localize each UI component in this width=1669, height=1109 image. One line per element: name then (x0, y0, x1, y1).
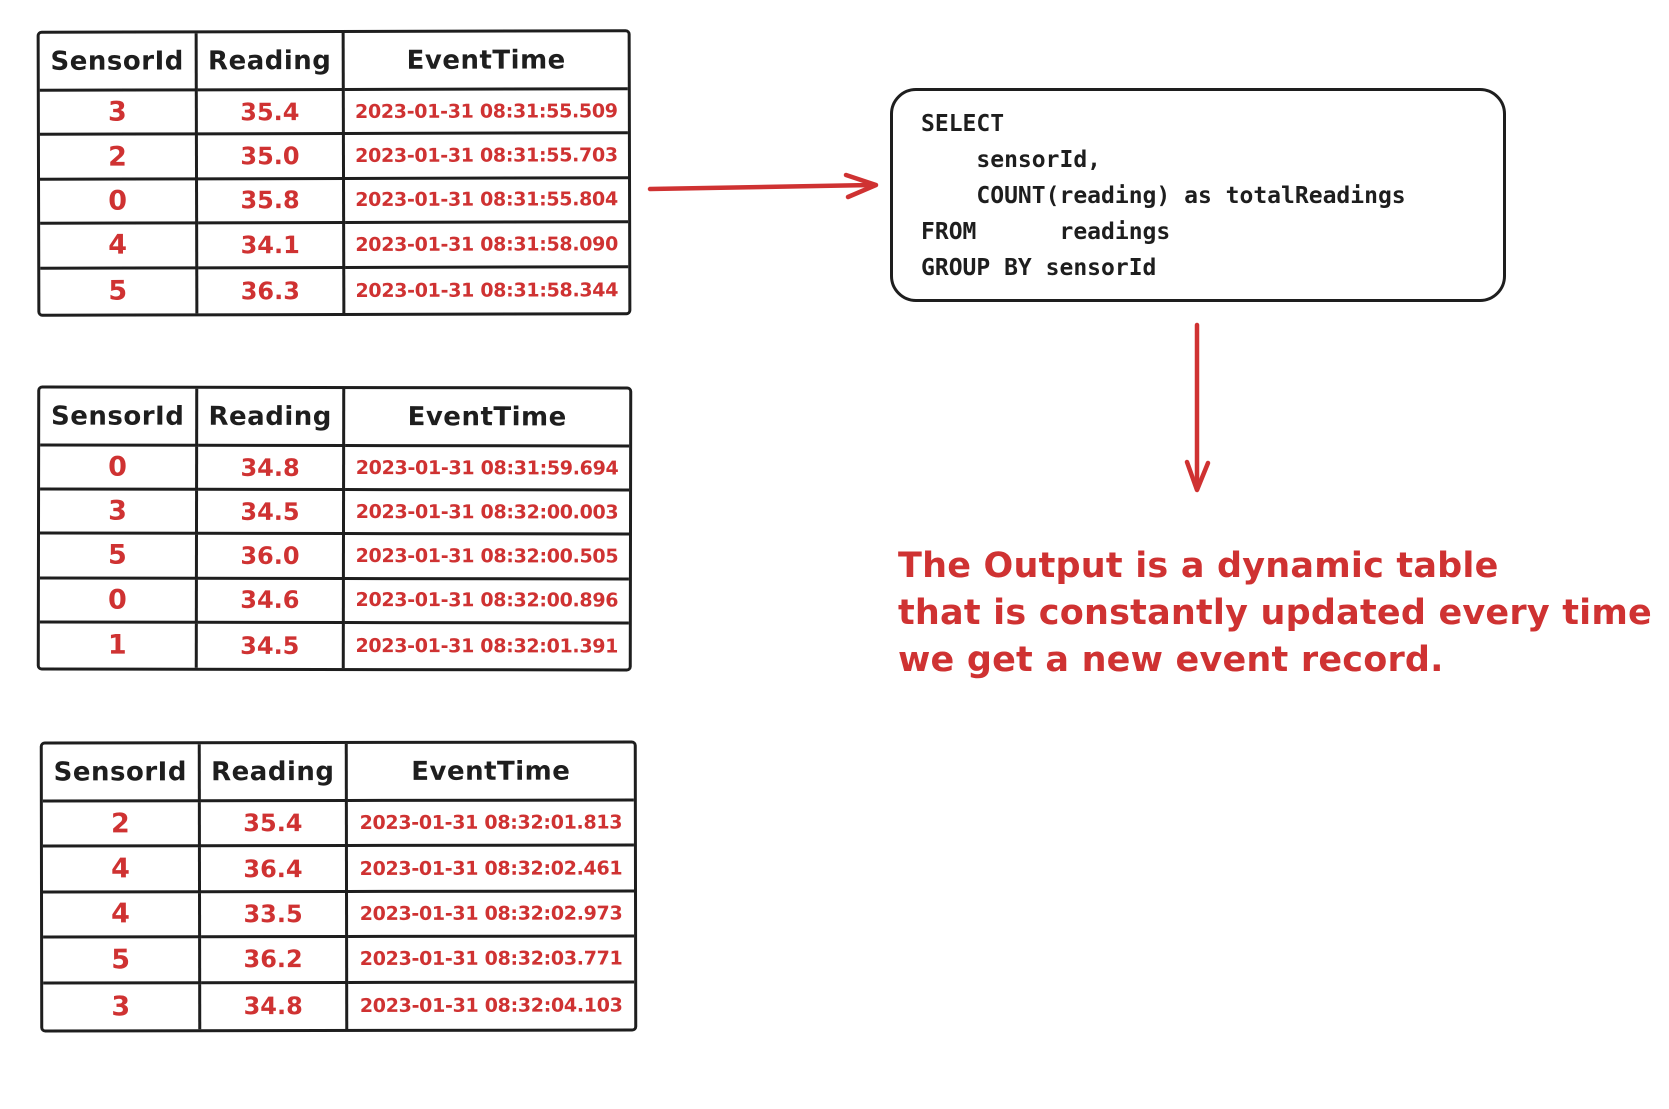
table-cell: 5 (40, 268, 199, 314)
table-cell: 3 (39, 91, 198, 137)
table-cell: 34.8 (198, 446, 346, 492)
column-header-sensorid: SensorId (42, 744, 201, 803)
column-header-eventtime: EventTime (344, 32, 628, 91)
table-cell: 35.4 (200, 801, 348, 848)
table-cell: 35.0 (197, 135, 346, 181)
table-cell: 2023-01-31 08:32:02.973 (348, 892, 635, 939)
table-cell: 34.5 (197, 490, 346, 536)
sql-line: FROM readings (921, 219, 1171, 245)
table-cell: 2 (42, 802, 201, 848)
table-cell: 35.4 (197, 90, 345, 136)
table-cell: 2023-01-31 08:31:55.509 (344, 90, 628, 136)
table-cell: 5 (43, 938, 202, 985)
sql-line: GROUP BY sensorId (921, 255, 1157, 281)
table-cell: 2023-01-31 08:32:01.813 (347, 801, 634, 848)
output-annotation: The Output is a dynamic table that is co… (898, 543, 1652, 684)
sql-query-box: SELECT sensorId, COUNT(reading) as total… (890, 88, 1506, 302)
table-cell: 4 (40, 224, 199, 270)
table-cell: 34.5 (197, 623, 345, 669)
table-cell: 2023-01-31 08:32:00.505 (344, 535, 629, 581)
column-header-sensorid: SensorId (40, 388, 199, 447)
table-cell: 3 (39, 490, 199, 536)
table-cell: 0 (40, 180, 199, 225)
table-cell: 34.6 (197, 579, 345, 624)
table-cell: 36.2 (201, 938, 349, 984)
table-cell: 36.4 (200, 847, 349, 894)
column-header-reading: Reading (200, 743, 348, 803)
annotation-line: we get a new event record. (898, 640, 1444, 680)
table-cell: 1 (39, 623, 198, 668)
table-cell: 35.8 (198, 179, 346, 225)
table-cell: 34.8 (201, 983, 349, 1030)
table-cell: 2023-01-31 08:31:59.694 (345, 447, 630, 492)
arrow-query-to-output-icon (1184, 322, 1211, 493)
sql-line: SELECT (921, 111, 1005, 137)
table-cell: 2023-01-31 08:32:02.461 (347, 846, 635, 893)
table-cell: 36.0 (197, 535, 345, 580)
column-header-reading: Reading (197, 32, 345, 92)
table-cell: 2023-01-31 08:32:04.103 (359, 994, 623, 1018)
table-cell: 36.3 (198, 268, 346, 314)
table-cell: 4 (43, 893, 202, 939)
table-cell: 2023-01-31 08:31:58.344 (355, 279, 619, 302)
table-cell: 2 (39, 135, 199, 181)
table-cell: 4 (42, 847, 202, 894)
table-cell: 34.1 (198, 224, 346, 269)
table-cell: 2023-01-31 08:32:01.391 (355, 634, 619, 658)
sql-line: sensorId, (921, 147, 1102, 173)
annotation-line: The Output is a dynamic table (898, 546, 1499, 586)
table-cell: 0 (39, 579, 198, 624)
table-cell: 0 (40, 446, 199, 491)
table-cell: 2023-01-31 08:32:03.771 (348, 937, 635, 984)
table-cell: 33.5 (201, 892, 349, 939)
table-cell: 3 (43, 983, 202, 1030)
column-header-eventtime: EventTime (347, 743, 634, 802)
column-header-reading: Reading (198, 388, 346, 448)
annotation-line: that is constantly updated every time (898, 593, 1652, 633)
column-header-eventtime: EventTime (345, 389, 630, 448)
table-cell: 2023-01-31 08:31:55.804 (345, 179, 629, 225)
table-cell: 2023-01-31 08:32:00.896 (344, 579, 629, 625)
table-cell: 2023-01-31 08:31:58.090 (345, 223, 629, 269)
table-cell: 2023-01-31 08:31:55.703 (344, 134, 629, 180)
table-cell: 5 (39, 534, 198, 580)
readings-table-batch-2: SensorId Reading EventTime 0 34.8 2023-0… (36, 385, 633, 672)
sql-line: COUNT(reading) as totalReadings (921, 183, 1406, 209)
readings-table-batch-3: SensorId Reading EventTime 2 35.4 2023-0… (39, 740, 638, 1033)
arrow-input-to-query-icon (647, 172, 879, 200)
table-cell: 2023-01-31 08:32:00.003 (344, 491, 630, 536)
readings-table-batch-1: SensorId Reading EventTime 3 35.4 2023-0… (36, 29, 632, 317)
column-header-sensorid: SensorId (39, 33, 198, 92)
